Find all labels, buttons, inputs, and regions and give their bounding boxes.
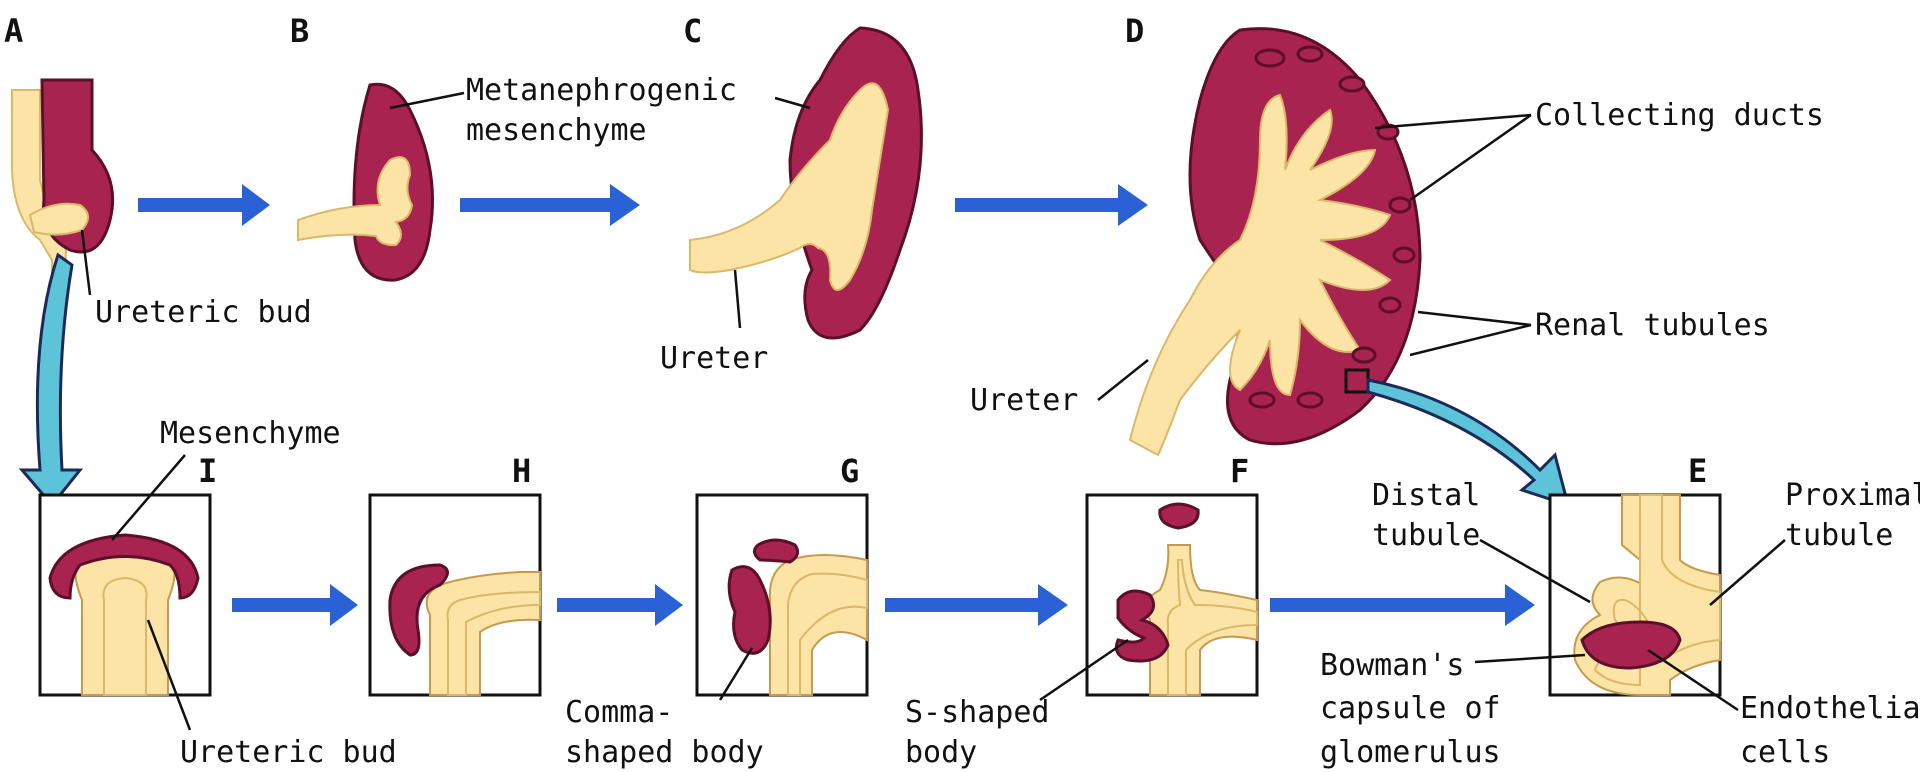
- arrow-g-to-f: [885, 584, 1068, 626]
- label-endothelial-1: Endothelial: [1740, 691, 1920, 726]
- stage-label-f: F: [1230, 452, 1249, 490]
- label-bowman-2: capsule of: [1320, 691, 1501, 726]
- label-metanephrogenic: Metanephrogenic: [466, 73, 737, 108]
- arrow-c-to-d: [955, 184, 1148, 226]
- label-ureter-d: Ureter: [970, 383, 1078, 418]
- label-s-shaped-1: S-shaped: [905, 695, 1050, 730]
- label-collecting-ducts: Collecting ducts: [1535, 98, 1824, 133]
- stage-label-g: G: [840, 452, 859, 490]
- label-ureteric-bud-top: Ureteric bud: [95, 295, 312, 330]
- label-ureteric-bud-bottom: Ureteric bud: [180, 735, 397, 770]
- stage-label-c: C: [683, 12, 702, 50]
- label-distal-1: Distal: [1372, 478, 1480, 513]
- arrow-h-to-g: [557, 584, 683, 626]
- arrow-i-to-h: [232, 584, 358, 626]
- label-bowman-3: glomerulus: [1320, 735, 1501, 770]
- stage-label-d: D: [1125, 12, 1144, 50]
- label-mesenchyme-top: mesenchyme: [466, 113, 647, 148]
- label-s-shaped-2: body: [905, 735, 977, 770]
- arrow-a-to-b: [138, 184, 270, 226]
- label-ureter-c: Ureter: [660, 341, 768, 376]
- leader-lines: [82, 93, 1785, 730]
- arrow-f-to-e: [1270, 584, 1535, 626]
- label-proximal-1: Proximal: [1785, 478, 1920, 513]
- stage-label-e: E: [1688, 452, 1707, 490]
- stage-b-illustration: [298, 84, 433, 280]
- arrow-b-to-c: [460, 184, 640, 226]
- zoom-arrow-a-to-i: [22, 255, 80, 505]
- label-renal-tubules: Renal tubules: [1535, 308, 1770, 343]
- label-bowman-1: Bowman's: [1320, 648, 1465, 683]
- label-endothelial-2: cells: [1740, 735, 1830, 770]
- label-comma-1: Comma-: [565, 695, 673, 730]
- stage-label-b: B: [290, 12, 309, 50]
- stage-label-h: H: [512, 452, 531, 490]
- label-distal-2: tubule: [1372, 518, 1480, 553]
- stage-label-i: I: [198, 452, 217, 490]
- label-comma-2: shaped body: [565, 735, 764, 770]
- label-mesenchyme-bottom: Mesenchyme: [160, 416, 341, 451]
- label-proximal-2: tubule: [1785, 518, 1893, 553]
- stage-label-a: A: [4, 12, 23, 50]
